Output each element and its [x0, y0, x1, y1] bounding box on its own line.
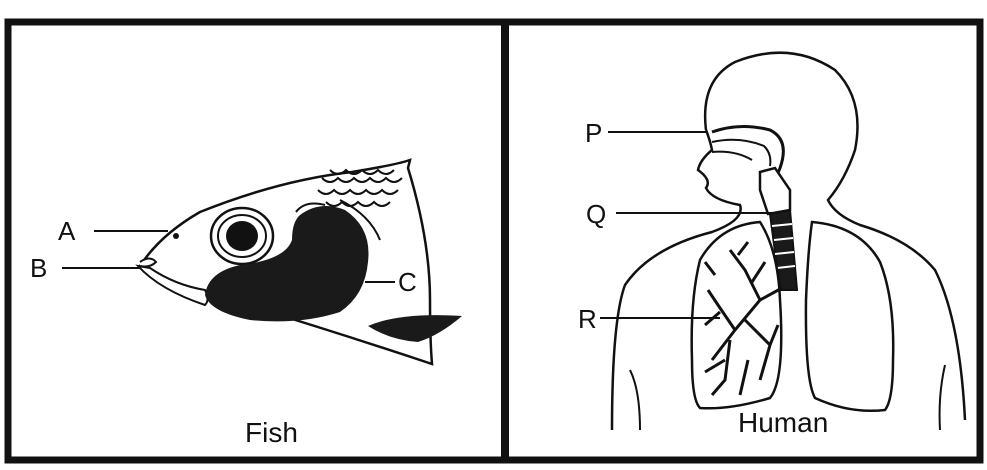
- fish-label-c: C: [398, 267, 417, 297]
- human-label-r: R: [578, 304, 597, 334]
- fish-nostril: [173, 233, 179, 239]
- fish-label-b: B: [30, 253, 47, 283]
- human-label-p: P: [585, 118, 602, 148]
- human-caption: Human: [738, 407, 828, 438]
- fish-panel: A B C Fish: [30, 160, 462, 448]
- human-label-q: Q: [586, 199, 606, 229]
- human-larynx: [760, 168, 790, 214]
- fish-label-a: A: [58, 216, 76, 246]
- fish-eye: [211, 208, 273, 264]
- human-lung-right: [806, 222, 893, 411]
- fish-caption: Fish: [245, 417, 298, 448]
- human-panel: P Q R Human: [578, 53, 965, 438]
- human-lung-left: [692, 222, 782, 408]
